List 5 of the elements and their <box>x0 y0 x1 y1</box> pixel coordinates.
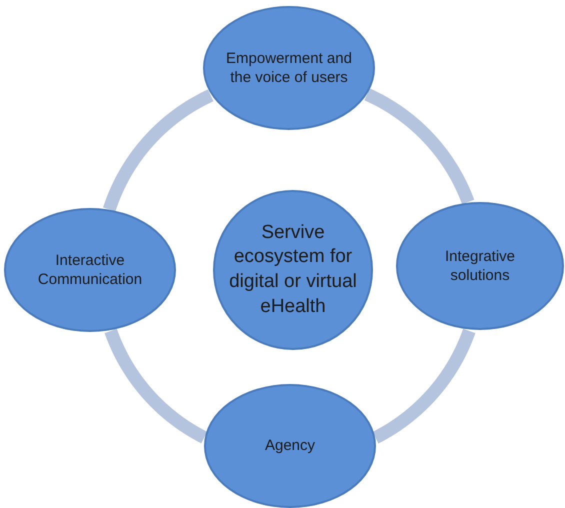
node-label: Empowerment and the voice of users <box>225 48 353 88</box>
node-label: Interactive Communication <box>36 250 144 290</box>
node-label: Integrative solutions <box>444 246 516 286</box>
node-label: Agency <box>264 436 316 456</box>
node-label: Servive ecosystem for digital or virtual eHealth <box>228 220 358 319</box>
